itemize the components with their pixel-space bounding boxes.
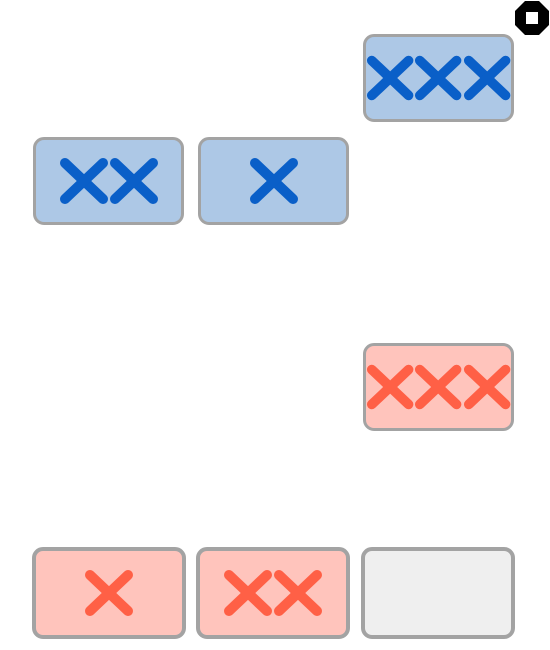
x-mark-icon	[85, 570, 133, 616]
x-mark-icon	[463, 55, 511, 101]
tile-blue-top-right[interactable]	[363, 34, 514, 122]
x-mark-icon	[366, 364, 414, 410]
x-mark-icon	[109, 158, 158, 204]
tile-red-mid-right[interactable]	[363, 343, 514, 431]
x-mark-icon	[249, 158, 298, 204]
x-mark-icon	[224, 570, 272, 616]
tile-red-bottom-center[interactable]	[196, 547, 350, 639]
x-mark-icon	[366, 55, 414, 101]
tile-blue-mid-center[interactable]	[198, 137, 349, 225]
tile-red-bottom-left[interactable]	[32, 547, 186, 639]
tile-empty-bottom-right[interactable]	[361, 547, 515, 639]
x-mark-icon	[274, 570, 322, 616]
octagon-stop-icon[interactable]	[514, 0, 550, 36]
x-mark-icon	[415, 364, 462, 410]
x-mark-icon	[415, 55, 462, 101]
x-mark-icon	[59, 158, 108, 204]
x-mark-icon	[463, 364, 511, 410]
tile-blue-mid-left[interactable]	[33, 137, 184, 225]
